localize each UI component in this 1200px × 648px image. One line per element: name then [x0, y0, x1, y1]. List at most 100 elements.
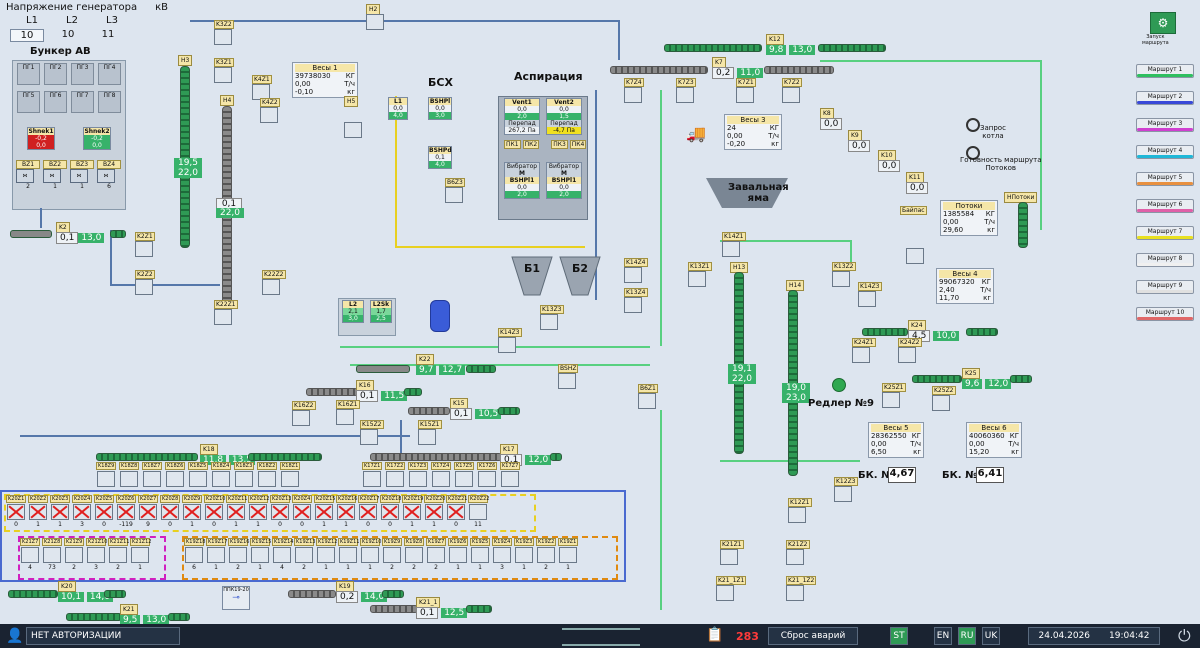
k17z-gate[interactable]: K17Z2	[385, 462, 405, 488]
gate-b6z3[interactable]: K13Z3	[540, 305, 564, 330]
gate-k14z3b[interactable]: BSHZ	[558, 364, 579, 389]
gate-k13z3[interactable]: B6Z1	[638, 384, 658, 409]
gate-k7z4[interactable]: K7Z4	[624, 78, 644, 103]
h13-elevator[interactable]	[734, 272, 744, 454]
gate-k25z2[interactable]: K25Z2	[932, 386, 956, 411]
k18z-gate[interactable]: K18Z8	[119, 462, 139, 488]
sensor-l2[interactable]: L2 2,1 3,0	[342, 300, 364, 323]
lang-en-button[interactable]: EN	[934, 627, 952, 645]
h3-elevator[interactable]	[180, 66, 190, 248]
bunker-cell[interactable]: ПГ3	[71, 63, 94, 85]
k21-1-conveyor-right[interactable]	[466, 605, 492, 613]
lang-uk-button[interactable]: UK	[982, 627, 1000, 645]
k18z-gate[interactable]: K18Z2	[257, 462, 277, 488]
bypass-label[interactable]: Байпас	[900, 206, 927, 215]
gate-k15z2[interactable]: K15Z2	[360, 420, 384, 445]
k18z-gate[interactable]: K18Z4	[211, 462, 231, 488]
gate-k14z4[interactable]: K14Z4	[624, 258, 648, 283]
bunker-cell[interactable]: ПГ4	[98, 63, 121, 85]
bunker-cell[interactable]: ПГ2	[44, 63, 67, 85]
sensor-bshpl1-a[interactable]: Вибратор M BSHPl1 0,0 2,0	[504, 162, 540, 199]
gate-k21z2[interactable]: K21Z2	[786, 540, 810, 565]
k17z-gate[interactable]: K17Z6	[477, 462, 497, 488]
bunker-cell[interactable]: ПГ8	[98, 91, 121, 113]
k25-conveyor-label[interactable]: K25 9,6 12,0	[962, 368, 1012, 389]
k20-conveyor-right[interactable]	[104, 590, 126, 598]
hpotoki-elevator[interactable]	[1018, 202, 1028, 248]
k21-conveyor-label[interactable]: K21 9,5 13,0	[120, 604, 170, 625]
bz-gate[interactable]: BZ1 ⋈ 2	[16, 160, 40, 190]
gate-b6z1[interactable]: K14Z3	[498, 328, 522, 353]
k21-1-conveyor-left[interactable]	[370, 605, 418, 613]
k18z-gate[interactable]: K18Z5	[188, 462, 208, 488]
user-icon[interactable]: 👤	[6, 628, 24, 644]
gate-k13z1[interactable]: K13Z1	[688, 262, 712, 287]
gate-k21-1z2[interactable]: K21_1Z2	[786, 576, 817, 601]
sensor-bshpl[interactable]: BSHPl 0,0 3,0	[428, 97, 452, 120]
sensor-vent2[interactable]: Vent2 0,0 1,5 Перепад -4,7 Па	[546, 98, 582, 135]
gate-k15z1[interactable]: K15Z1	[418, 420, 442, 445]
bunker-cell[interactable]: ПГ7	[71, 91, 94, 113]
k17z-gate[interactable]: K17Z3	[408, 462, 428, 488]
k2-conveyor-right[interactable]	[110, 230, 126, 238]
k7-conveyor-label[interactable]: K7 0,2 11,0	[712, 57, 764, 79]
route-button-10[interactable]: Маршрут 10	[1136, 307, 1194, 321]
gate-k14z3[interactable]: K14Z3	[858, 282, 882, 307]
st-button[interactable]: ST	[890, 627, 908, 645]
k16-conveyor-left[interactable]	[306, 388, 358, 396]
gate-k13z4[interactable]: K13Z4	[624, 288, 648, 313]
k19-conveyor-label[interactable]: K19 0,2 14,0	[336, 581, 388, 603]
gate-k4z1[interactable]: K4Z1	[252, 75, 272, 100]
k18z-gate[interactable]: K18Z3	[234, 462, 254, 488]
k24-conveyor-left[interactable]	[862, 328, 908, 336]
start-route-icon[interactable]: ⚙	[1150, 12, 1176, 34]
shnek2[interactable]: Shnek2 -0,2 0,0	[83, 127, 111, 150]
gate-k2z2[interactable]: K2Z2	[135, 270, 155, 295]
k18-conveyor-left[interactable]	[96, 453, 198, 461]
gate-k24z1[interactable]: K24Z1	[852, 338, 876, 363]
bz-gate[interactable]: BZ2 ⋈ 1	[43, 160, 67, 190]
route-button-8[interactable]: Маршрут 8	[1136, 253, 1194, 267]
power-icon[interactable]: ⏻	[1178, 626, 1191, 645]
k24-conveyor-right[interactable]	[966, 328, 998, 336]
bz-gate[interactable]: BZ3 ⋈ 1	[70, 160, 94, 190]
gate-k24z2[interactable]: K24Z2	[898, 338, 922, 363]
gate-k16z1[interactable]: K16Z1	[336, 400, 360, 425]
k16-conveyor-right[interactable]	[404, 388, 422, 396]
k7-conveyor-left[interactable]	[610, 66, 708, 74]
reset-alarms-button[interactable]: Сброс аварий	[768, 627, 858, 645]
k25-conveyor-right[interactable]	[1010, 375, 1032, 383]
k25-conveyor-left[interactable]	[912, 375, 962, 383]
